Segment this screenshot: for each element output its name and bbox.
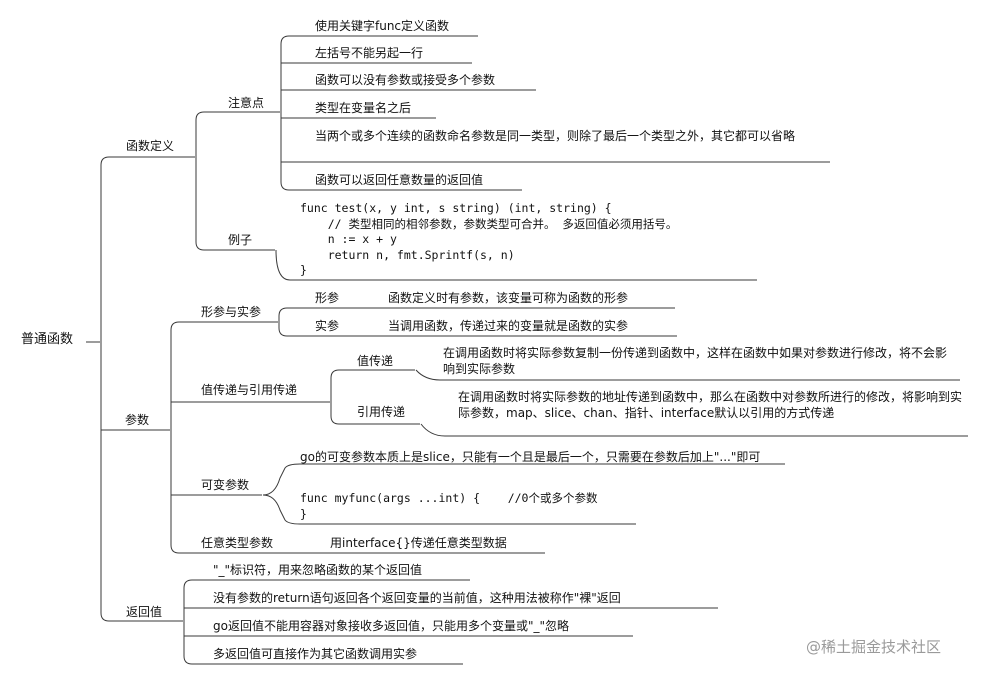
node-notes: 注意点 — [228, 96, 265, 110]
watermark: @稀土掘金技术社区 — [806, 638, 942, 656]
connector — [195, 111, 205, 251]
desc-actual: 当调用函数，传递过来的变量就是函数的实参 — [388, 319, 629, 333]
desc-variadic: go的可变参数本质上是slice，只能有一个且是最后一个，只需要在参数后加上".… — [300, 450, 761, 464]
node-function-definition: 函数定义 — [126, 139, 175, 153]
note-item: 左括号不能另起一行 — [315, 46, 424, 60]
connector — [262, 494, 636, 525]
note-item: 当两个或多个连续的函数命名参数是同一类型，则除了最后一个类型之外，其它都可以省略 — [315, 129, 796, 143]
return-item: "_"标识符，用来忽略函数的某个返回值 — [213, 563, 423, 577]
node-parameters: 参数 — [125, 413, 150, 427]
connector — [330, 369, 340, 425]
node-example: 例子 — [228, 233, 253, 247]
note-item: 使用关键字func定义函数 — [315, 19, 450, 33]
connector — [170, 321, 180, 554]
connector — [280, 35, 290, 191]
connector — [278, 307, 288, 337]
desc-any-type: 用interface{}传递任意类型数据 — [330, 536, 507, 550]
example-code: func test(x, y int, s string) (int, stri… — [300, 201, 678, 277]
connector — [100, 156, 110, 622]
return-item: 没有参数的return语句返回各个返回变量的当前值，这种用法被称作"裸"返回 — [213, 591, 621, 605]
term-formal: 形参 — [315, 291, 340, 305]
note-item: 函数可以返回任意数量的返回值 — [315, 173, 484, 187]
note-item: 类型在变量名之后 — [315, 101, 412, 115]
root-node: 普通函数 — [21, 332, 74, 347]
note-item: 函数可以没有参数或接受多个参数 — [315, 73, 496, 87]
connector — [262, 463, 785, 496]
connector — [415, 369, 960, 381]
term-pass-by-value: 值传递 — [357, 354, 394, 368]
node-value-reference: 值传递与引用传递 — [201, 383, 298, 397]
connector — [420, 423, 968, 437]
node-formal-actual: 形参与实参 — [201, 305, 262, 319]
connector — [275, 249, 757, 281]
desc-formal: 函数定义时有参数，该变量可称为函数的形参 — [388, 291, 629, 305]
node-variadic: 可变参数 — [201, 478, 250, 492]
connector — [183, 579, 193, 665]
node-return-values: 返回值 — [126, 605, 163, 619]
term-actual: 实参 — [315, 319, 340, 333]
return-item: go返回值不能用容器对象接收多返回值，只能用多个变量或"_"忽略 — [213, 619, 570, 633]
desc-pass-by-value: 在调用函数时将实际参数复制一份传递到函数中，这样在函数中如果对参数进行修改，将不… — [443, 346, 948, 376]
node-any-type: 任意类型参数 — [201, 536, 274, 550]
term-pass-by-reference: 引用传递 — [357, 405, 406, 419]
desc-pass-by-reference: 在调用函数时将实际参数的地址传递到函数中，那么在函数中对参数所进行的修改，将影响… — [458, 390, 963, 420]
return-item: 多返回值可直接作为其它函数调用实参 — [213, 647, 418, 661]
variadic-code: func myfunc(args ...int) { //0个或多个参数 } — [300, 491, 598, 521]
